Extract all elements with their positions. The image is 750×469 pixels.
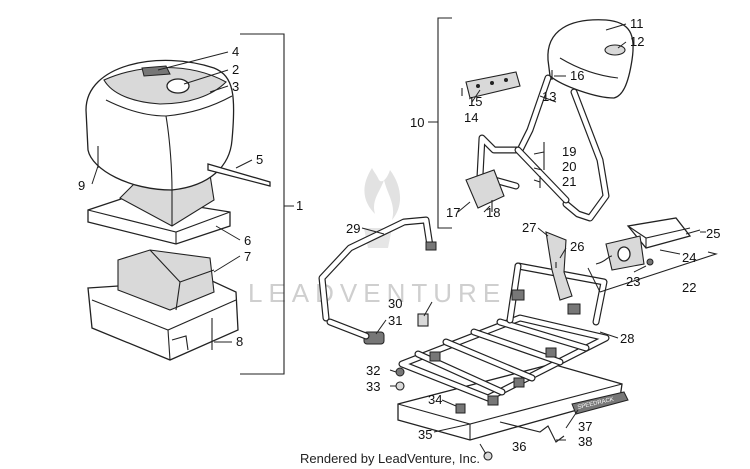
callout-13: 13 bbox=[542, 89, 556, 104]
callout-27: 27 bbox=[522, 220, 536, 235]
callout-31: 31 bbox=[388, 313, 402, 328]
callout-5: 5 bbox=[256, 152, 263, 167]
light-bracket bbox=[545, 231, 573, 301]
spacer-30 bbox=[417, 313, 429, 327]
callout-20: 20 bbox=[562, 159, 576, 174]
callout-38: 38 bbox=[578, 434, 592, 449]
callout-1: 1 bbox=[296, 198, 303, 213]
callout-22: 22 bbox=[682, 280, 696, 295]
callout-23: 23 bbox=[626, 274, 640, 289]
bracket-1 bbox=[240, 33, 285, 375]
callout-10: 10 bbox=[410, 115, 424, 130]
callout-26: 26 bbox=[570, 239, 584, 254]
nut-32 bbox=[395, 367, 405, 377]
nut-34 bbox=[455, 403, 466, 414]
lid-badge bbox=[166, 78, 190, 94]
callout-2: 2 bbox=[232, 62, 239, 77]
callout-30: 30 bbox=[388, 296, 402, 311]
callout-29: 29 bbox=[346, 221, 360, 236]
callout-36: 36 bbox=[512, 439, 526, 454]
watermark-text: LEADVENTURE bbox=[248, 278, 506, 308]
callout-8: 8 bbox=[236, 334, 243, 349]
bracket-22 bbox=[599, 251, 718, 293]
callout-6: 6 bbox=[244, 233, 251, 248]
callout-9: 9 bbox=[78, 178, 85, 193]
callout-3: 3 bbox=[232, 79, 239, 94]
callout-28: 28 bbox=[620, 331, 634, 346]
backrest-pad bbox=[547, 19, 634, 99]
callout-7: 7 bbox=[244, 249, 251, 264]
callout-19: 19 bbox=[562, 144, 576, 159]
bracket-10 bbox=[437, 17, 452, 229]
callout-labels: 1 2 3 4 5 6 7 8 9 10 11 12 13 14 15 16 1… bbox=[78, 16, 720, 454]
tail-light-assembly bbox=[595, 217, 701, 271]
callout-35: 35 bbox=[418, 427, 432, 442]
lower-bracket bbox=[465, 169, 505, 209]
callout-34: 34 bbox=[428, 392, 442, 407]
callout-11: 11 bbox=[630, 16, 644, 31]
rack-assembly: SPEEDRACK bbox=[318, 216, 629, 461]
credit-text: Rendered by LeadVenture, Inc. bbox=[300, 451, 480, 466]
callout-4: 4 bbox=[232, 44, 239, 59]
callout-32: 32 bbox=[366, 363, 380, 378]
screw-25 bbox=[685, 229, 701, 235]
callout-17: 17 bbox=[446, 205, 460, 220]
callout-37: 37 bbox=[578, 419, 592, 434]
callout-33: 33 bbox=[366, 379, 380, 394]
rack-decal bbox=[571, 391, 629, 415]
screw-23 bbox=[646, 258, 654, 266]
callout-16: 16 bbox=[570, 68, 584, 83]
callout-21: 21 bbox=[562, 174, 576, 189]
callout-24: 24 bbox=[682, 250, 696, 265]
callout-18: 18 bbox=[486, 205, 500, 220]
lid-strap bbox=[207, 163, 271, 187]
callout-25: 25 bbox=[706, 226, 720, 241]
backrest-assembly bbox=[461, 19, 634, 222]
storage-box-assembly bbox=[85, 59, 271, 361]
callout-14: 14 bbox=[464, 110, 478, 125]
callout-12: 12 bbox=[630, 34, 644, 49]
watermark: LEADVENTURE bbox=[248, 168, 506, 308]
washer-33 bbox=[395, 381, 405, 391]
callout-15: 15 bbox=[468, 94, 482, 109]
